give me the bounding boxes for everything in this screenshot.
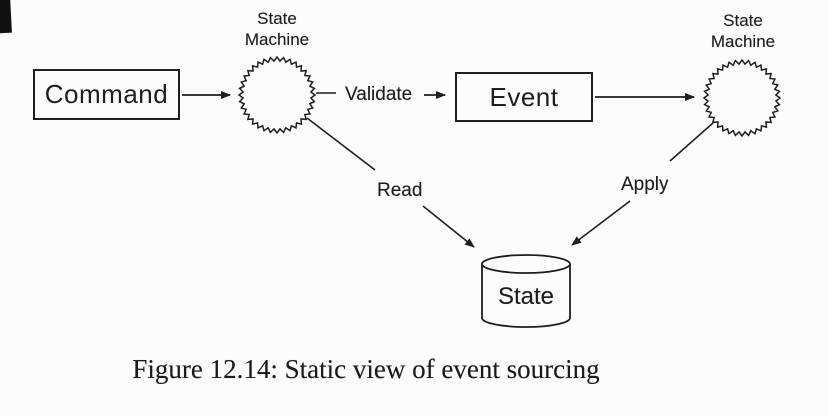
apply-line-upper [669, 122, 714, 162]
command-label: Command [44, 79, 169, 109]
validate-edge-label: Validate [345, 84, 413, 105]
apply-edge-label: Apply [621, 174, 669, 195]
event-label: Event [489, 81, 559, 112]
state-store-label: State [497, 283, 555, 310]
state-machine-left-icon [237, 55, 317, 135]
state-machine-right-label: State Machine [710, 11, 776, 51]
state-machine-right-icon [702, 58, 782, 138]
command-box: Command [33, 69, 180, 120]
figure-caption: Figure 12.14: Static view of event sourc… [132, 354, 600, 384]
state-store-cylinder-icon [481, 254, 571, 328]
read-edge-label: Read [377, 180, 423, 201]
state-machine-left-label: State Machine [244, 9, 310, 49]
read-line-upper [306, 117, 376, 171]
apply-arrow [571, 200, 631, 246]
event-box: Event [455, 72, 593, 122]
read-arrow [422, 205, 475, 248]
